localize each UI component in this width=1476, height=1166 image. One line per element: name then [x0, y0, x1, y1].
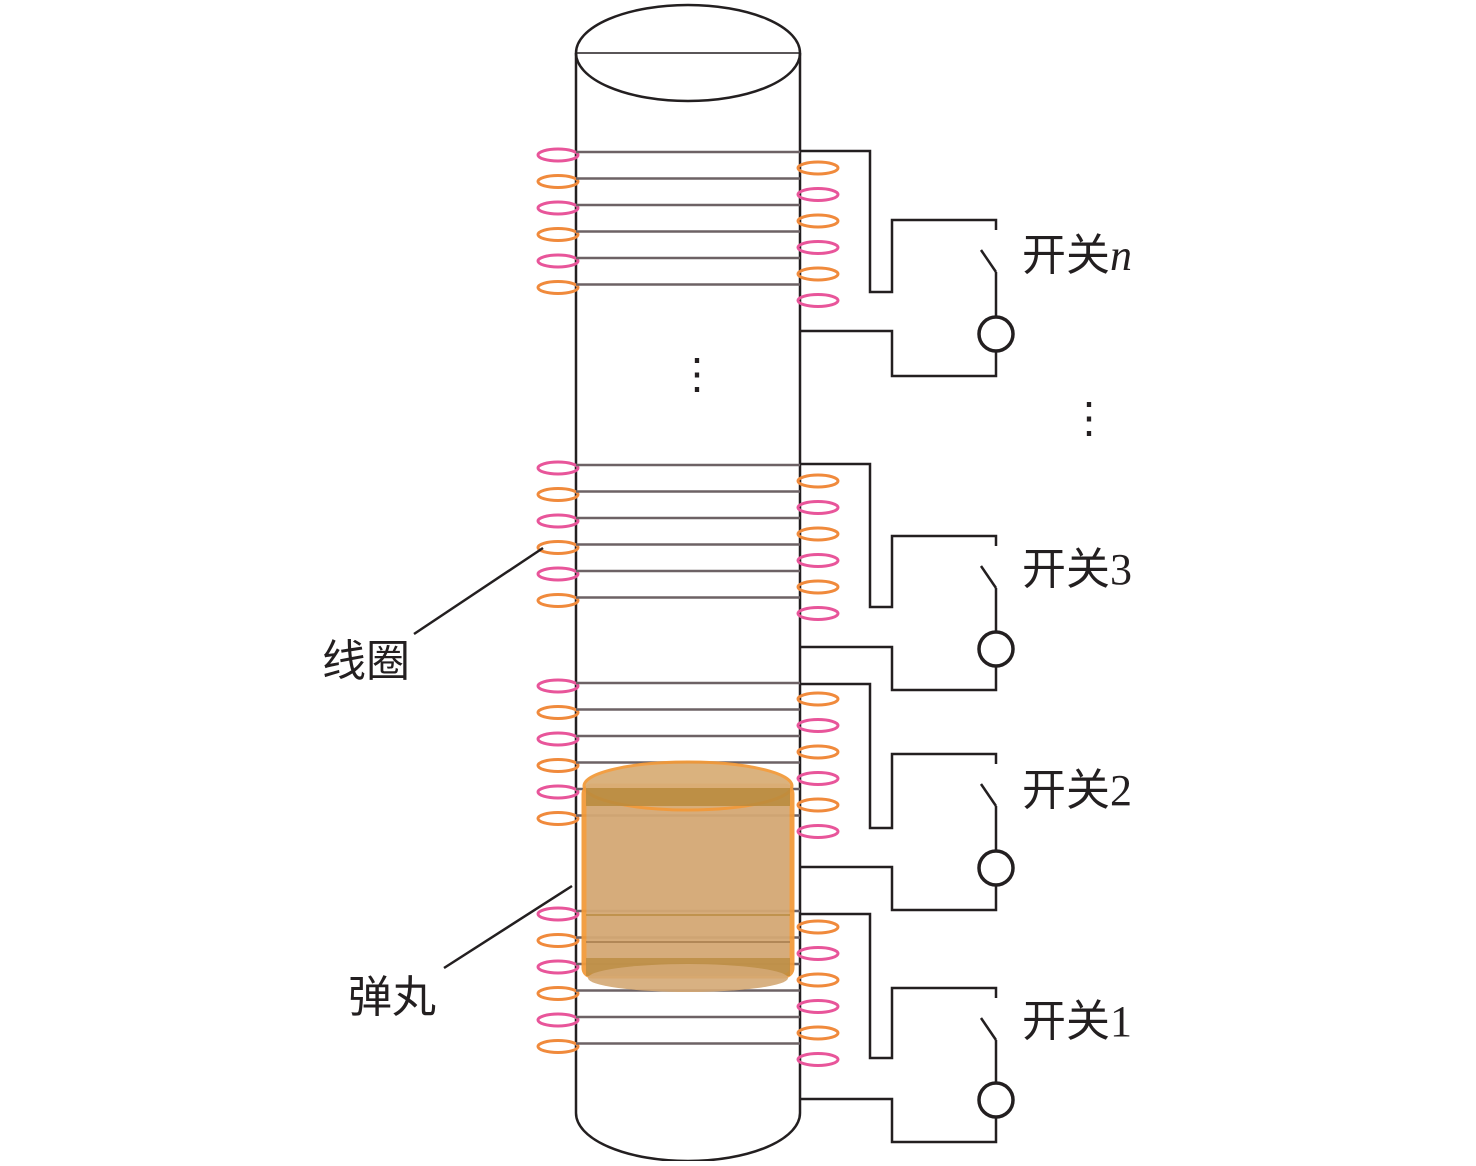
power-source — [977, 849, 1015, 887]
coil-turn-left — [536, 705, 580, 720]
wire-out — [800, 912, 998, 1060]
coil-turn-right — [796, 526, 840, 542]
switch-blade — [979, 783, 998, 807]
coil-turn-right — [796, 999, 840, 1014]
coil-turn-left — [536, 174, 580, 189]
power-source — [977, 1081, 1015, 1119]
coil-turn-right — [796, 187, 840, 202]
coil-turn-right — [796, 266, 840, 282]
coil-turn-left — [536, 933, 580, 948]
coil-turn-right — [796, 579, 840, 595]
projectile-label: 弹丸 — [348, 973, 436, 1022]
coil-turn-left — [536, 280, 580, 295]
switch-label-index: 3 — [1110, 545, 1132, 594]
coil-turn-left — [536, 906, 580, 922]
switch-circuit-n — [800, 149, 1015, 378]
switch-label-prefix: 开关 — [1022, 545, 1110, 594]
coil-turn-right — [796, 919, 840, 935]
wire-return — [800, 865, 998, 912]
coil-turn-left — [536, 811, 580, 826]
coil-turn-left — [536, 758, 580, 773]
coil-turn-right — [796, 797, 840, 813]
coil-leader-line — [413, 546, 544, 636]
switch-label-index: n — [1110, 231, 1132, 280]
coil-turn-right — [796, 1025, 840, 1041]
coil-turn-right — [796, 240, 840, 255]
coil-turn-left — [536, 253, 580, 269]
coil-turn-left — [536, 460, 580, 476]
coil-turn-right — [796, 213, 840, 229]
switch-circuit-1 — [800, 912, 1015, 1144]
switch-label-2: 开关2 — [1022, 766, 1132, 815]
switch-blade — [979, 1017, 998, 1041]
coil-turn-right — [796, 1052, 840, 1067]
wire-out — [800, 682, 998, 830]
coil-turn-left — [536, 513, 580, 529]
switch-circuit-2 — [800, 682, 1015, 912]
wire-return — [800, 645, 998, 692]
coil-turn-right — [796, 972, 840, 988]
coil-turn-left — [536, 566, 580, 582]
coil-turn-left — [536, 731, 580, 747]
projectile-body — [581, 783, 795, 979]
barrel-bottom-arc — [574, 1112, 802, 1163]
switch-label-index: 1 — [1110, 997, 1132, 1046]
switch-circuits — [800, 149, 1015, 1144]
coil-turn-left — [536, 1012, 580, 1028]
coil-turn-left — [536, 784, 580, 800]
switch-circuit-3 — [800, 462, 1015, 692]
coil-turn-left — [536, 593, 580, 608]
switch-label-index: 2 — [1110, 766, 1132, 815]
coil-turn-right — [796, 691, 840, 707]
wire-out — [800, 462, 998, 609]
switch-label-prefix: 开关 — [1022, 766, 1110, 815]
coil-turn-right — [796, 606, 840, 621]
coil-turn-right — [796, 500, 840, 515]
coil-label: 线圈 — [322, 637, 410, 686]
coil-turn-left — [536, 200, 580, 216]
switch-blade — [979, 565, 998, 589]
coil-turn-left — [536, 1039, 580, 1054]
coil-turn-right — [796, 718, 840, 733]
coil-turn-right — [796, 771, 840, 786]
coil-turn-left — [536, 487, 580, 502]
barrel-ellipsis: ⋮ — [676, 352, 718, 398]
coil-turn-left — [536, 678, 580, 694]
coil-turn-right — [796, 553, 840, 568]
projectile-bottom-cap — [588, 964, 788, 992]
coil-turn-right — [796, 946, 840, 961]
wire-return — [800, 1097, 998, 1144]
coil-turn-left — [536, 540, 580, 555]
coil-turn-right — [796, 293, 840, 308]
switch-label-prefix: 开关 — [1022, 997, 1110, 1046]
projectile — [581, 760, 795, 992]
coil-turn-right — [796, 744, 840, 760]
circuit-ellipsis: ⋮ — [1068, 396, 1110, 442]
wire-out — [800, 149, 998, 294]
projectile-top-band — [586, 788, 790, 806]
coil-turn-left — [536, 147, 580, 163]
switch-blade — [979, 249, 998, 273]
coil-turn-left — [536, 986, 580, 1001]
coil-turn-right — [796, 473, 840, 489]
power-source — [977, 315, 1015, 353]
switch-label-prefix: 开关 — [1022, 231, 1110, 280]
coil-group — [536, 460, 840, 621]
coil-turn-left — [536, 227, 580, 242]
coil-group — [536, 147, 840, 308]
coil-turn-right — [796, 824, 840, 839]
coil-turn-right — [796, 160, 840, 176]
switch-label-1: 开关1 — [1022, 997, 1132, 1046]
switch-label-n: 开关n — [1022, 231, 1132, 280]
projectile-leader-line — [443, 884, 573, 970]
coil-turn-left — [536, 959, 580, 975]
power-source — [977, 630, 1015, 668]
switch-label-3: 开关3 — [1022, 545, 1132, 594]
wire-return — [800, 329, 998, 378]
